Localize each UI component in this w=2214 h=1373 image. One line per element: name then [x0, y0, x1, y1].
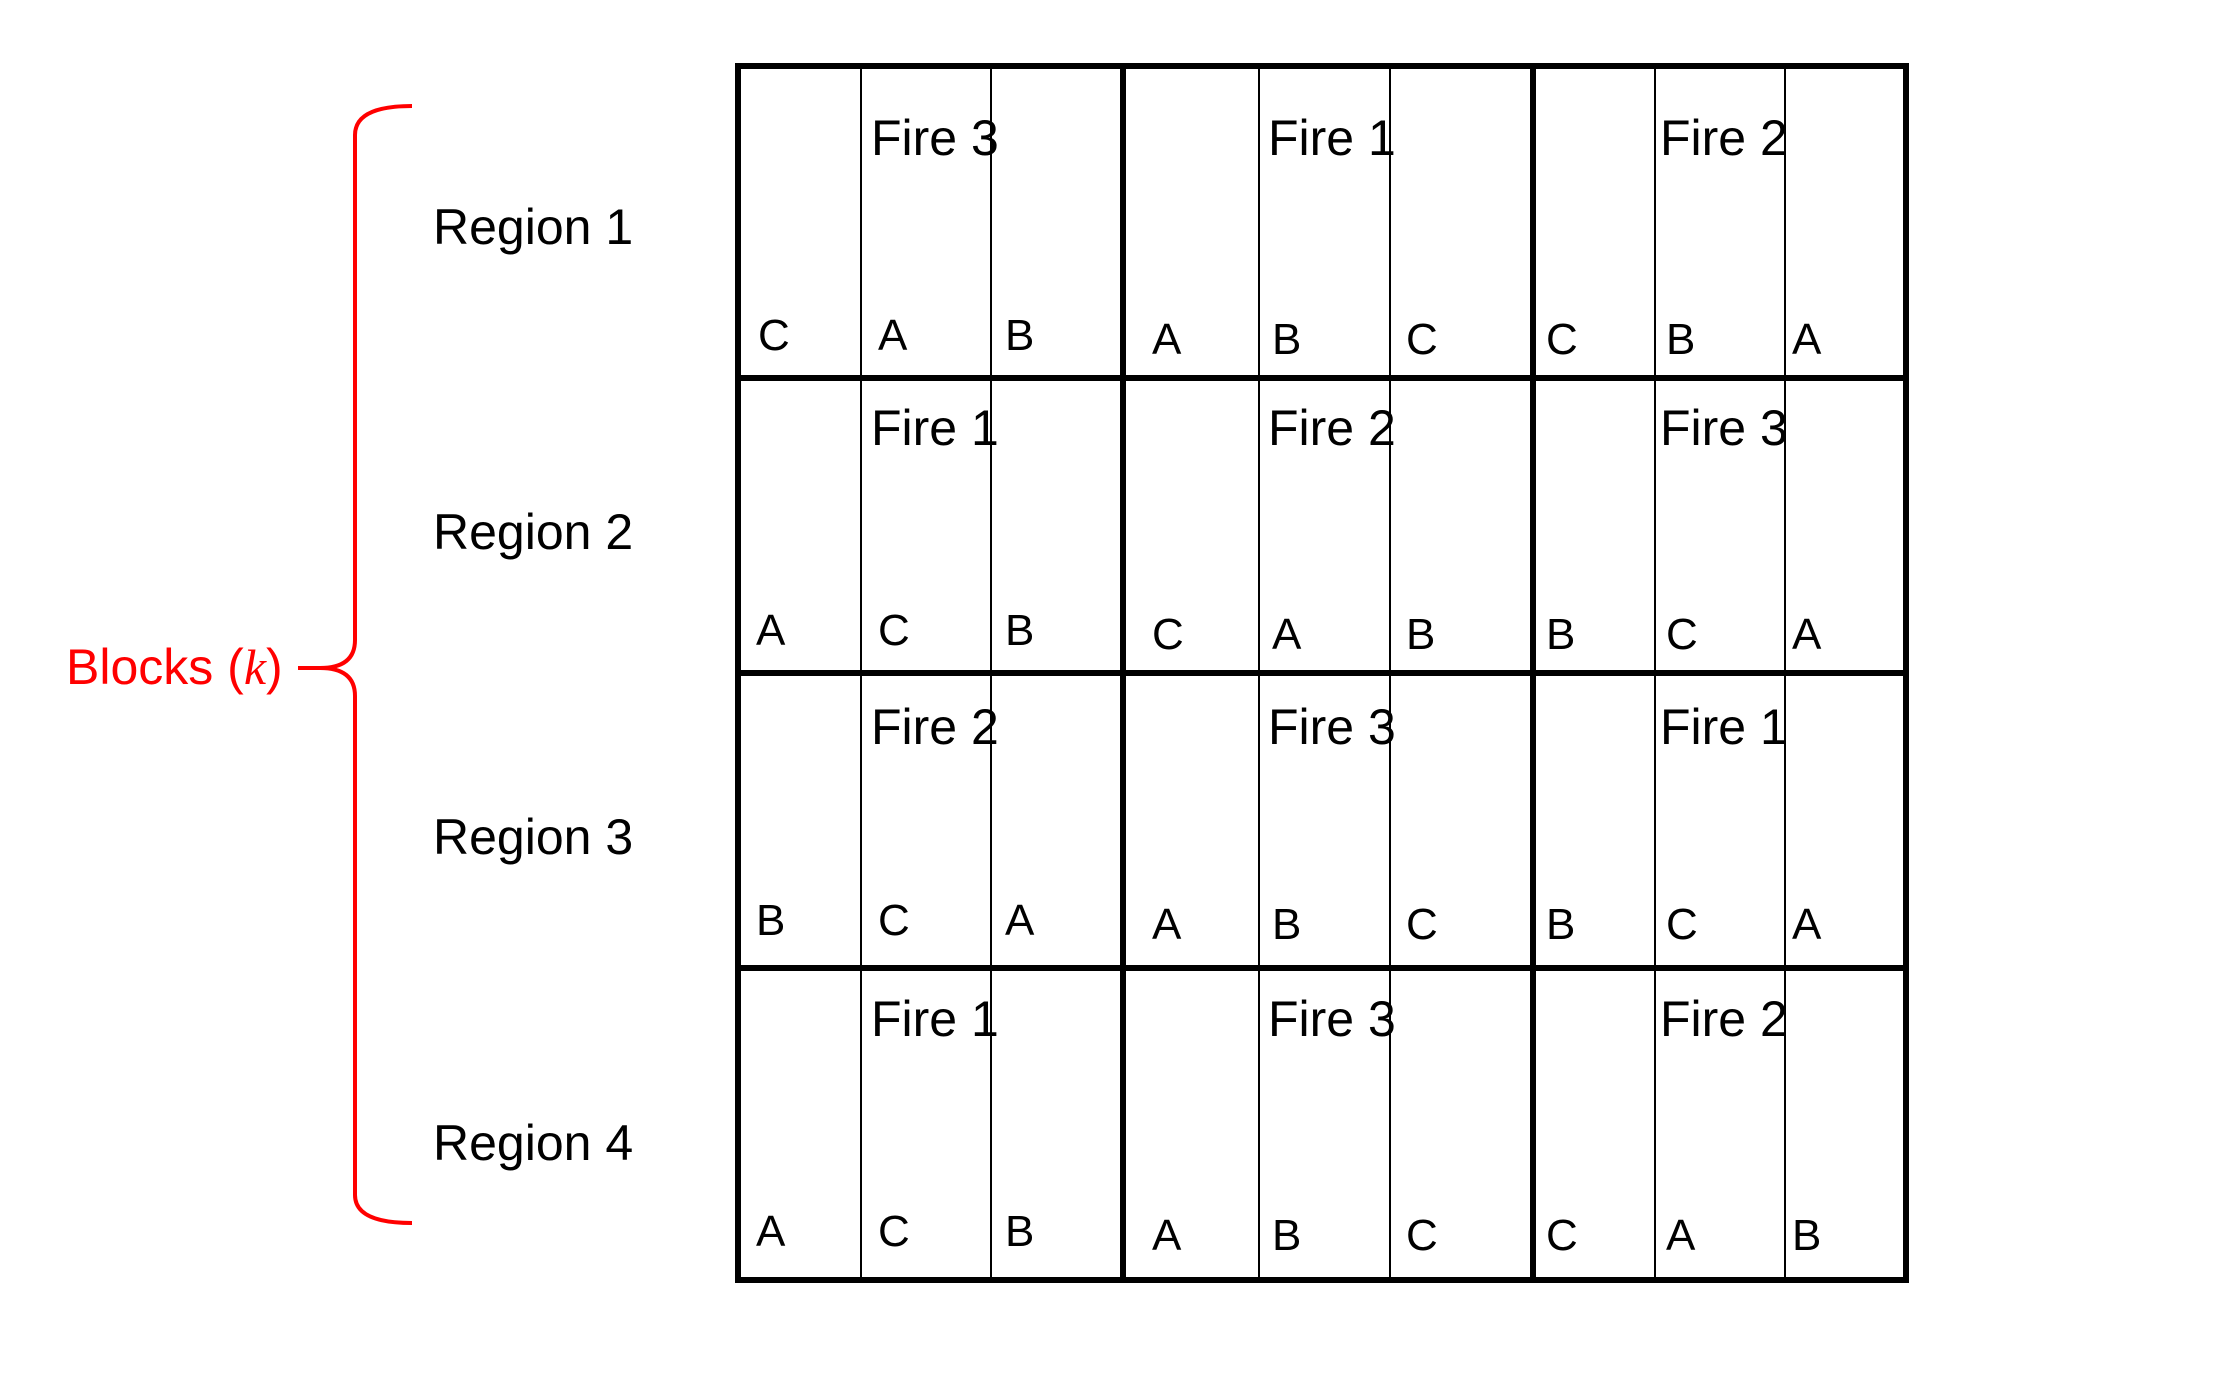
- blocks-brace: [319, 104, 413, 1225]
- treatment-label: C: [1666, 900, 1698, 949]
- fire-label: Fire 3: [1268, 699, 1396, 755]
- treatment-label: B: [1005, 1207, 1034, 1256]
- treatment-label: C: [1546, 1211, 1578, 1260]
- region-label: Region 1: [433, 199, 633, 255]
- region-row: Fire 2 B C A Fire 3 A B C Fire 1 B C A: [756, 699, 1822, 949]
- treatment-label: A: [1792, 610, 1822, 659]
- treatment-label: A: [1152, 900, 1182, 949]
- treatment-label: B: [1272, 1211, 1301, 1260]
- region-labels: Region 1 Region 2 Region 3 Region 4: [433, 199, 633, 1171]
- treatment-label: A: [1152, 315, 1182, 364]
- treatment-label: B: [1406, 610, 1435, 659]
- treatment-label: B: [1666, 315, 1695, 364]
- treatment-label: A: [1792, 900, 1822, 949]
- blocks-label-close: ): [266, 639, 283, 695]
- treatment-label: B: [756, 896, 785, 945]
- fire-label: Fire 1: [871, 400, 999, 456]
- fire-label: Fire 3: [1660, 400, 1788, 456]
- fire-label: Fire 2: [1268, 400, 1396, 456]
- fire-label: Fire 1: [1660, 699, 1788, 755]
- treatment-label: A: [1666, 1211, 1696, 1260]
- treatment-label: A: [878, 311, 908, 360]
- fire-label: Fire 1: [1268, 110, 1396, 166]
- treatment-label: B: [1546, 610, 1575, 659]
- treatment-label: C: [878, 896, 910, 945]
- fire-label: Fire 3: [871, 110, 999, 166]
- fire-label: Fire 2: [1660, 991, 1788, 1047]
- treatment-label: C: [1666, 610, 1698, 659]
- fire-label: Fire 1: [871, 991, 999, 1047]
- treatment-label: A: [756, 606, 786, 655]
- treatment-label: C: [758, 311, 790, 360]
- blocks-label-variable: k: [244, 639, 267, 695]
- treatment-label: B: [1792, 1211, 1821, 1260]
- region-row: Fire 1 A C B Fire 2 C A B Fire 3 B C A: [756, 400, 1822, 659]
- treatment-label: C: [878, 1207, 910, 1256]
- treatment-label: A: [1792, 315, 1822, 364]
- fire-label: Fire 2: [1660, 110, 1788, 166]
- treatment-label: B: [1272, 900, 1301, 949]
- region-row: Fire 3 C A B Fire 1 A B C Fire 2 C B A: [758, 110, 1822, 364]
- treatment-label: B: [1005, 606, 1034, 655]
- treatment-label: C: [1546, 315, 1578, 364]
- treatment-label: C: [1152, 610, 1184, 659]
- treatment-label: A: [1005, 896, 1035, 945]
- blocks-label: Blocks (k): [66, 639, 283, 695]
- treatment-label: B: [1272, 315, 1301, 364]
- treatment-label: A: [1152, 1211, 1182, 1260]
- fire-label: Fire 2: [871, 699, 999, 755]
- treatment-label: C: [1406, 900, 1438, 949]
- region-label: Region 4: [433, 1115, 633, 1171]
- treatment-label: A: [756, 1207, 786, 1256]
- region-label: Region 3: [433, 809, 633, 865]
- treatment-label: C: [1406, 315, 1438, 364]
- region-label: Region 2: [433, 504, 633, 560]
- treatment-label: B: [1546, 900, 1575, 949]
- treatment-label: C: [878, 606, 910, 655]
- blocks-label-text: Blocks (: [66, 639, 244, 695]
- treatment-label: C: [1406, 1211, 1438, 1260]
- treatment-label: A: [1272, 610, 1302, 659]
- treatment-label: B: [1005, 311, 1034, 360]
- grid-border: [735, 63, 1909, 1283]
- grid-lines: [738, 66, 1906, 1280]
- region-row: Fire 1 A C B Fire 3 A B C Fire 2 C A B: [756, 991, 1821, 1260]
- fire-label: Fire 3: [1268, 991, 1396, 1047]
